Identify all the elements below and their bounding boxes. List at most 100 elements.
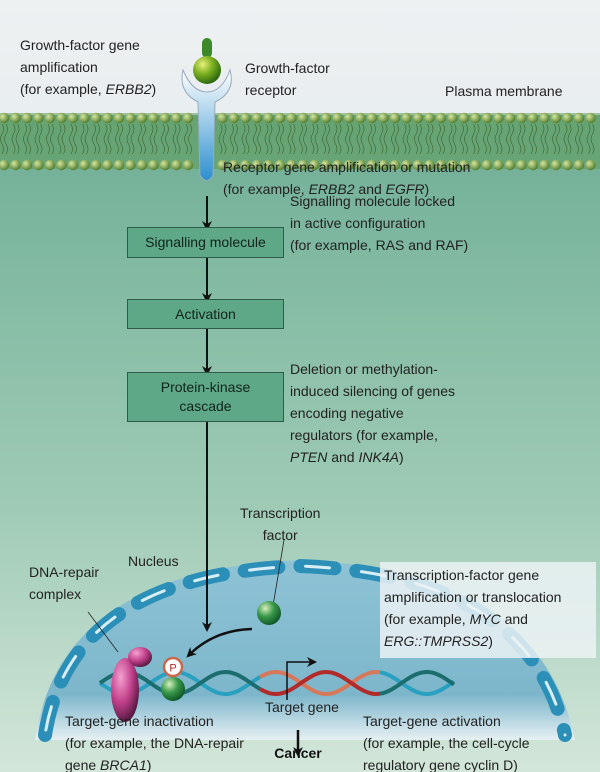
signalling-molecule-locked-label: Signalling molecule locked in active conf…: [290, 190, 468, 256]
label-text: (for example,: [384, 611, 470, 627]
label-line: Deletion or methylation-: [290, 358, 455, 380]
label-text: Plasma membrane: [445, 83, 563, 99]
dna-repair-complex-label: DNA-repair complex: [29, 561, 99, 605]
growth-factor-ligand: [193, 56, 221, 84]
label-text: Transcription: [240, 505, 321, 521]
label-text: regulatory gene cyclin D): [363, 757, 518, 772]
label-text: Nucleus: [128, 553, 179, 569]
arrow-transcription-factor-to-dna: [186, 627, 253, 658]
dna-repair-complex-shape: [111, 647, 152, 722]
label-line: Target gene: [265, 696, 339, 718]
label-line: ERG::TMPRSS2): [384, 630, 561, 652]
label-line: (for example, ERBB2 and EGFR): [223, 178, 470, 200]
label-text: in active configuration: [290, 215, 426, 231]
label-text: induced silencing of genes: [290, 383, 456, 399]
label-line: Transcription-factor gene: [384, 564, 561, 586]
gene-name: MYC: [469, 611, 501, 627]
cancer-label: Cancer: [274, 745, 322, 761]
gene-name: ERG::TMPRSS2: [384, 633, 489, 649]
target-gene-inactivation-label: Target-gene inactivation(for example, th…: [65, 710, 244, 772]
label-text: amplification or translocation: [384, 589, 562, 605]
label-text: (for example, the cell-cycle: [363, 735, 530, 751]
label-text: ): [488, 633, 493, 649]
label-line: regulatory gene cyclin D): [363, 754, 530, 772]
label-line: Transcription: [240, 502, 320, 524]
label-line: DNA-repair: [29, 561, 99, 583]
label-line: Growth-factor: [245, 57, 330, 79]
label-line: (for example, the DNA-repair: [65, 732, 244, 754]
label-line: Target-gene inactivation: [65, 710, 244, 732]
dna-repair-leader: [87, 611, 119, 653]
gene-name: EGFR: [385, 181, 425, 197]
gene-name: ERBB2: [308, 181, 355, 197]
label-line: amplification: [20, 56, 156, 78]
label-text: and: [354, 181, 386, 197]
label-text: and: [327, 449, 359, 465]
gene-name: BRCA1: [100, 757, 147, 772]
label-text: Deletion or methylation-: [290, 361, 438, 377]
transcription-factor-label: Transcription factor: [240, 502, 320, 546]
transcription-factor-gene-amplification-label: Transcription-factor gene amplification o…: [384, 564, 561, 652]
label-text: encoding negative: [290, 405, 404, 421]
gene-name: ERBB2: [105, 81, 152, 97]
deletion-methylation-label: Deletion or methylation-induced silencin…: [290, 358, 455, 468]
label-line: Plasma membrane: [445, 80, 563, 102]
label-text: ): [398, 449, 404, 465]
label-line: Growth-factor gene: [20, 34, 156, 56]
label-line: Signalling molecule locked: [290, 190, 468, 212]
label-text: Target-gene activation: [363, 713, 501, 729]
target-gene-activation-label: Target-gene activation (for example, the …: [363, 710, 530, 772]
label-line: factor: [240, 524, 320, 546]
label-text: receptor: [245, 82, 297, 98]
transcription-start-arrow: [286, 657, 317, 700]
target-gene-label: Target gene: [265, 696, 339, 718]
phosphate-icon: [162, 656, 184, 678]
plasma-membrane-label: Plasma membrane: [445, 80, 563, 102]
label-text: and: [500, 611, 528, 627]
label-line: complex: [29, 583, 99, 605]
label-text: gene: [65, 757, 101, 772]
plasma-membrane-bilayer: [0, 112, 600, 171]
bound-transcription-factor: [161, 677, 185, 701]
growth-factor-gene-amplification-label: Growth-factor gene amplification (for exam…: [20, 34, 156, 100]
label-line: receptor: [245, 79, 330, 101]
label-line: (for example, ERBB2): [20, 78, 156, 100]
label-text: DNA-repair: [29, 564, 100, 580]
label-text: amplification: [20, 59, 98, 75]
label-line: PTEN and INK4A): [290, 446, 455, 468]
label-line: induced silencing of genes: [290, 380, 455, 402]
protein-kinase-text-1: Protein-kinase: [160, 379, 251, 395]
growth-factor-receptor-shape: [181, 38, 232, 181]
arrows: [87, 196, 317, 757]
phosphate-label: P: [169, 663, 176, 675]
receptor-gene-amplification-label: Receptor gene amplification or mutation(…: [223, 156, 470, 200]
label-line: in active configuration: [290, 212, 468, 234]
nucleus-label: Nucleus: [128, 550, 179, 572]
label-text: (for example, RAS and RAF): [290, 237, 469, 253]
label-line: (for example, RAS and RAF): [290, 234, 468, 256]
gene-name: PTEN: [290, 449, 328, 465]
label-text: complex: [29, 586, 82, 602]
label-text: (for example,: [223, 181, 309, 197]
label-line: Nucleus: [128, 550, 179, 572]
transcription-factor-ball: [257, 601, 281, 625]
gene-name: INK4A: [358, 449, 399, 465]
activation-text: Activation: [175, 305, 236, 322]
label-line: (for example, the cell-cycle: [363, 732, 530, 754]
label-line: amplification or translocation: [384, 586, 561, 608]
label-text: Target gene: [265, 699, 339, 715]
label-line: encoding negative: [290, 402, 455, 424]
label-line: gene BRCA1): [65, 754, 244, 772]
label-line: regulators (for example,: [290, 424, 455, 446]
transcription-factor-leader: [271, 539, 285, 613]
label-text: Signalling molecule locked: [290, 193, 455, 209]
activation-box: Activation: [127, 299, 284, 329]
label-text: ): [424, 181, 430, 197]
label-text: Growth-factor gene: [20, 37, 140, 53]
label-text: (for example,: [20, 81, 106, 97]
signalling-molecule-text: Signalling molecule: [145, 234, 266, 250]
label-line: Receptor gene amplification or mutation: [223, 156, 470, 178]
